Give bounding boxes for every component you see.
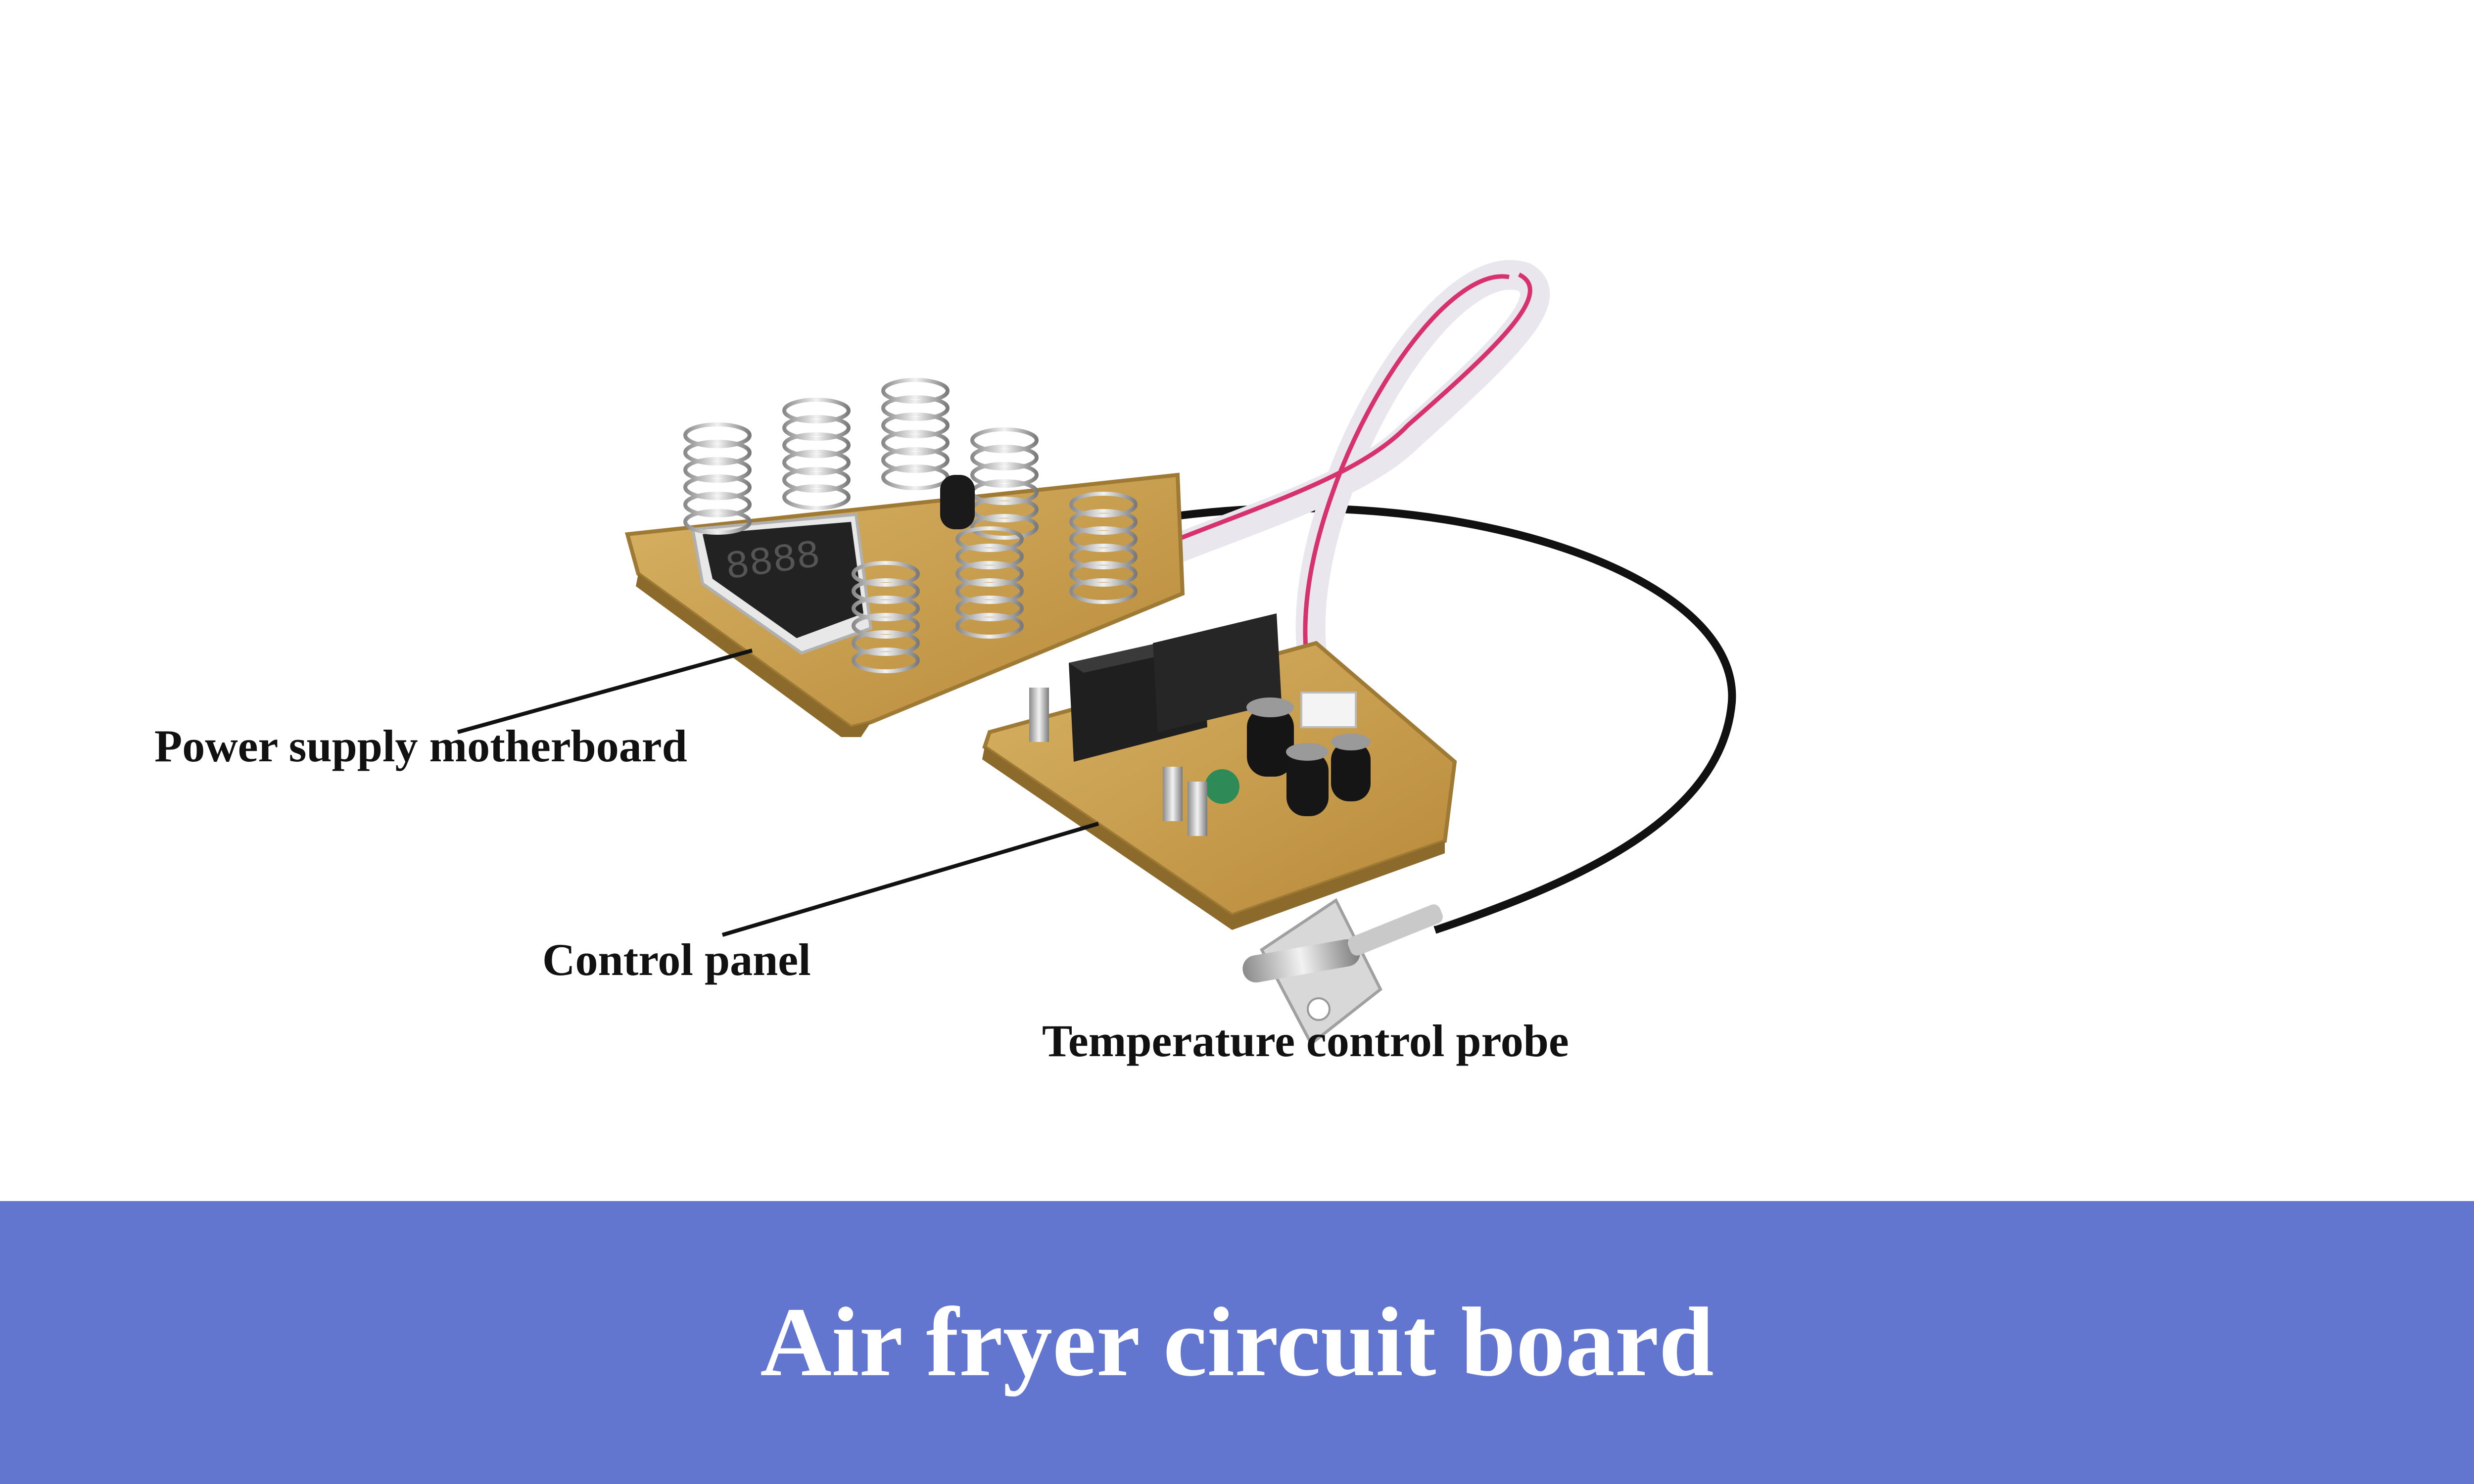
relays xyxy=(1069,613,1282,762)
spring-1 xyxy=(683,422,752,535)
spring-2 xyxy=(782,398,851,510)
banner-title: Air fryer circuit board xyxy=(760,1288,1714,1397)
product-image-area: 8888 xyxy=(154,260,1736,1066)
probe-cable-highlight xyxy=(1152,512,1726,927)
spring-3 xyxy=(881,378,950,490)
led-display: 8888 xyxy=(691,512,873,655)
leader-line-control-panel xyxy=(721,822,1099,937)
temperature-probe xyxy=(1242,898,1443,1046)
inductor xyxy=(1205,769,1239,804)
connector xyxy=(1300,692,1357,728)
probe-flange xyxy=(1260,898,1382,1046)
label-power-supply-motherboard: Power supply motherboard xyxy=(154,721,687,771)
probe-cable xyxy=(1152,504,1736,934)
probe-sleeve xyxy=(1348,904,1443,956)
power-supply-motherboard: 8888 xyxy=(624,378,1185,737)
buzzer xyxy=(940,475,975,529)
label-temperature-control-probe: Temperature control probe xyxy=(1042,1016,1569,1066)
spring-7 xyxy=(955,526,1024,639)
spring-6 xyxy=(852,561,920,673)
control-panel-board xyxy=(982,613,1457,930)
capacitors xyxy=(1246,697,1371,816)
leader-line-motherboard xyxy=(457,649,753,734)
spade-terminals xyxy=(1029,688,1207,836)
control-panel-pcb-edge xyxy=(982,747,1445,930)
title-banner: Air fryer circuit board xyxy=(0,1201,2474,1484)
spring-4 xyxy=(970,427,1039,540)
label-control-panel: Control panel xyxy=(542,934,811,985)
motherboard-pcb-edge xyxy=(636,574,871,737)
contact-springs xyxy=(683,378,1138,673)
probe-rod xyxy=(1242,939,1360,983)
circuit-board-illustration: 8888 xyxy=(457,260,1736,1046)
spring-5 xyxy=(1069,492,1138,604)
